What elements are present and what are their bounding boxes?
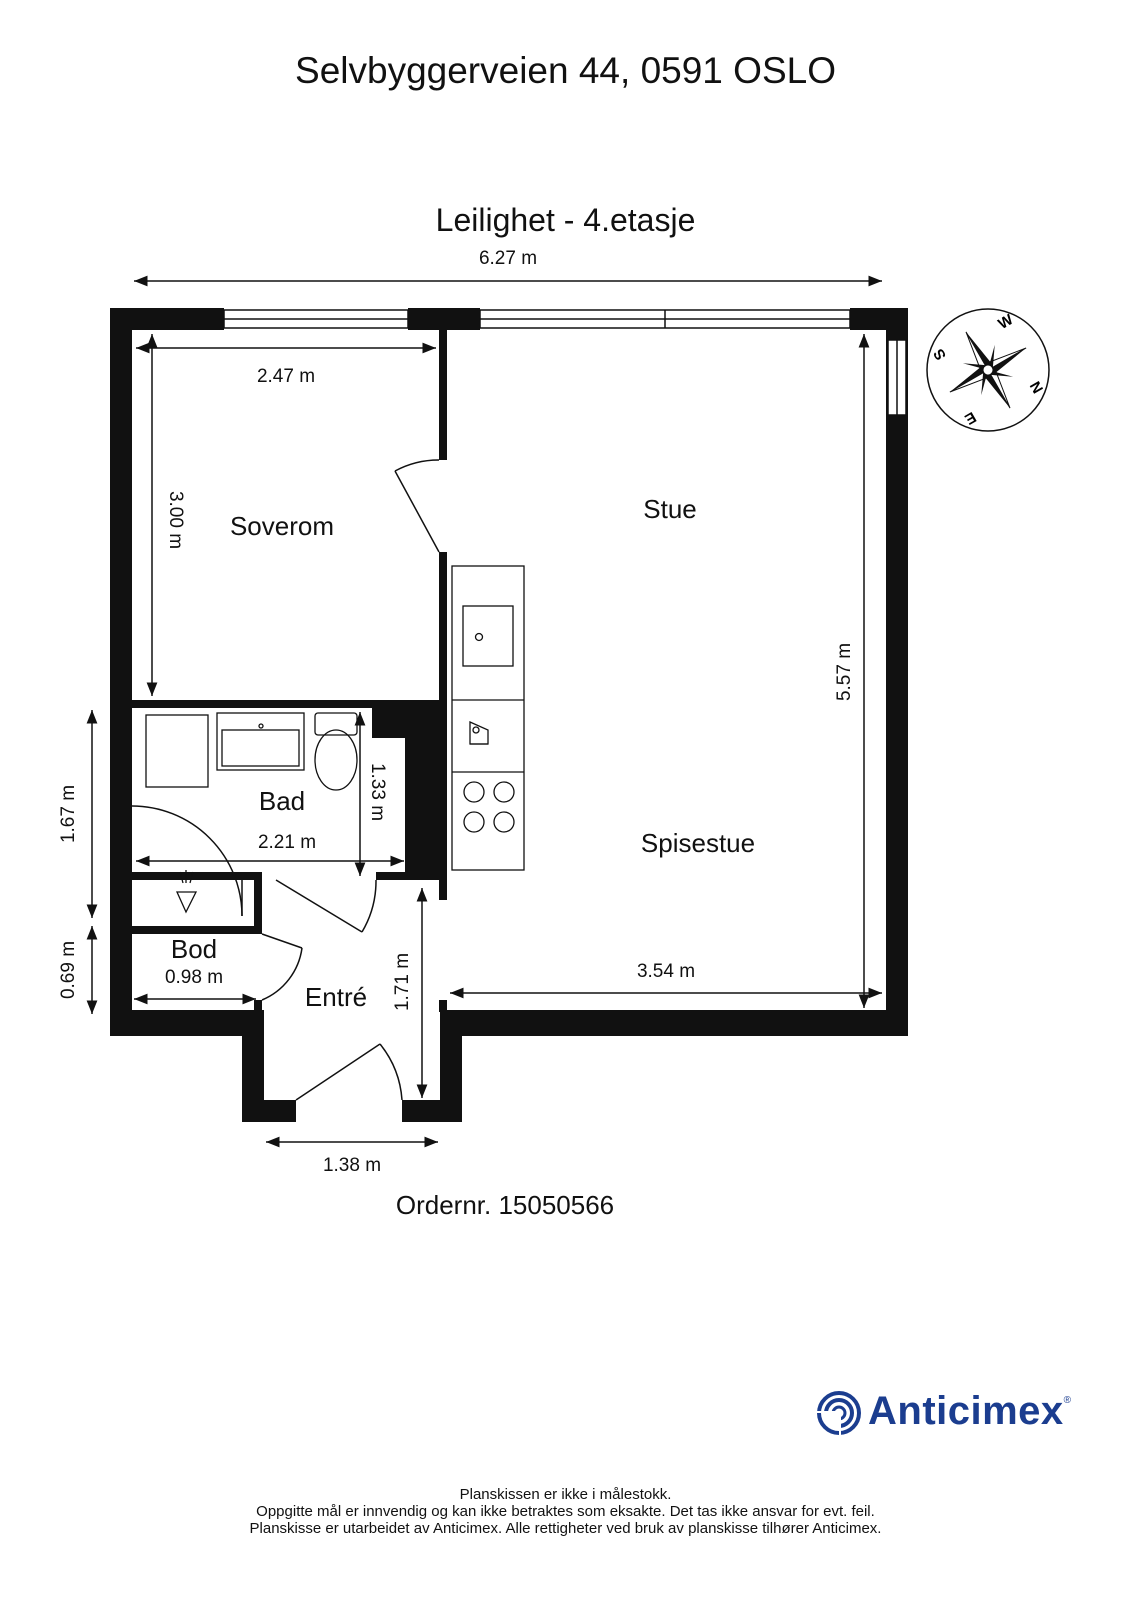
- order-number: Ordernr. 15050566: [395, 1190, 615, 1220]
- footer-line-3: Planskisse er utarbeidet av Anticimex. A…: [249, 1520, 882, 1537]
- room-label-stue: Stue: [643, 494, 697, 524]
- windows: [223, 309, 907, 416]
- walls: [110, 308, 908, 1122]
- toilet-icon: [314, 712, 358, 736]
- doors: [131, 459, 440, 1101]
- room-label-bod: Bod: [171, 934, 217, 964]
- fixtures: [145, 565, 525, 914]
- compass-label-s: S: [930, 346, 950, 363]
- room-label-bad: Bad: [259, 786, 305, 816]
- brand-logo: Anticimex®: [815, 1385, 1085, 1445]
- room-label-spisestue: Spisestue: [641, 828, 755, 858]
- dim-bod-width: 0.98 m: [165, 967, 223, 988]
- compass-label-e: E: [962, 408, 979, 428]
- room-label-entre: Entré: [305, 982, 367, 1012]
- dimension-lines: [86, 275, 882, 1148]
- dim-stue-depth: 5.57 m: [834, 643, 855, 701]
- dim-bad-width: 2.21 m: [258, 832, 316, 853]
- dim-overall-width: 6.27 m: [479, 248, 537, 269]
- dim-entre-width: 1.38 m: [323, 1155, 381, 1176]
- light-icon: [175, 870, 198, 914]
- dim-bad-depth-inner: 1.33 m: [367, 763, 388, 821]
- kitchen-sink-icon: [462, 605, 514, 667]
- footer-disclaimer: Planskissen er ikke i målestokk. Oppgitt…: [0, 1486, 1131, 1537]
- brand-name: Anticimex®: [868, 1389, 1072, 1433]
- washer-icon: [145, 714, 209, 788]
- compass-label-n: N: [1026, 379, 1046, 397]
- dim-bod-depth: 0.69 m: [58, 941, 79, 999]
- dim-entre-depth: 1.71 m: [392, 953, 413, 1011]
- floor-title: Leilighet - 4.etasje: [435, 202, 696, 238]
- dim-bad-depth-outer: 1.67 m: [58, 785, 79, 843]
- dim-spisestue-width: 3.54 m: [637, 961, 695, 982]
- anticimex-logo-icon: [817, 1391, 861, 1437]
- room-label-soverom: Soverom: [230, 511, 334, 541]
- address-title: Selvbyggerveien 44, 0591 OSLO: [295, 50, 836, 91]
- stove-icon: [463, 781, 515, 833]
- dim-soverom-depth: 3.00 m: [165, 491, 186, 549]
- sink-icon: [216, 712, 305, 771]
- footer-line-1: Planskissen er ikke i målestokk.: [459, 1486, 672, 1503]
- dim-soverom-width: 2.47 m: [257, 366, 315, 387]
- dishwasher-icon: [469, 720, 489, 745]
- compass-rose-icon: W N E S: [926, 308, 1050, 432]
- kitchen-counter: [451, 565, 525, 871]
- footer-line-2: Oppgitte mål er innvendig og kan ikke be…: [256, 1503, 875, 1520]
